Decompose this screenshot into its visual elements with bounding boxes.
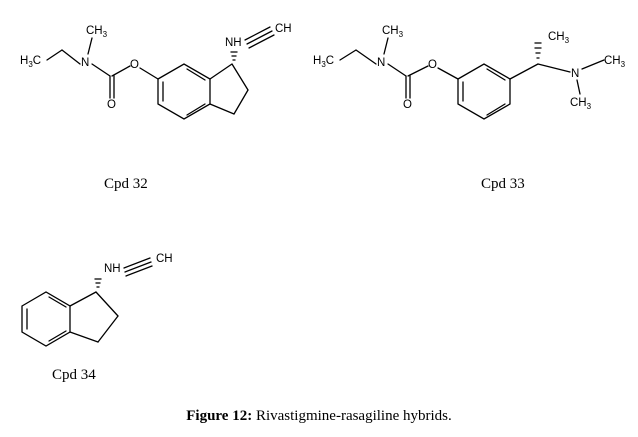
atom-ch3-1: CH3: [86, 25, 108, 39]
atom-o-ester-1: O: [130, 59, 139, 71]
atom-ch-1: CH: [275, 23, 292, 35]
atom-ch-2: CH: [156, 253, 173, 265]
atom-ch3-5: CH3: [570, 97, 592, 111]
atom-nh-2: NH: [104, 263, 121, 275]
compound-label-32: Cpd 32: [104, 176, 148, 192]
atom-o-carbonyl-1: O: [107, 99, 116, 111]
atom-n-3: N: [571, 68, 579, 80]
atom-h3c-2: H3C: [313, 55, 334, 69]
atom-n-1: N: [81, 57, 89, 69]
atom-nh-1: NH: [225, 37, 242, 49]
atom-ch3-3: CH3: [548, 31, 570, 45]
atom-n-2: N: [377, 57, 385, 69]
hashed-wedge-3: [94, 278, 102, 288]
hashed-wedge-1: [230, 51, 238, 61]
atom-h3c-1: H3C: [20, 55, 41, 69]
atom-o-ester-2: O: [428, 59, 437, 71]
atom-ch3-2: CH3: [382, 25, 404, 39]
compound-34-structure: NH CH: [21, 253, 173, 347]
compound-label-33: Cpd 33: [481, 176, 525, 192]
compound-label-34: Cpd 34: [52, 367, 96, 383]
hashed-wedge-2: [534, 42, 542, 59]
atom-ch3-4: CH3: [604, 55, 626, 69]
atom-o-carbonyl-2: O: [403, 99, 412, 111]
caption-text: Rivastigmine-rasagiline hybrids.: [252, 408, 452, 424]
figure-caption: Figure 12: Rivastigmine-rasagiline hybri…: [0, 408, 638, 425]
caption-prefix: Figure 12:: [186, 408, 253, 424]
compound-33-structure: H3C N CH3 O O CH3 N CH3 CH3: [313, 25, 626, 120]
compound-32-structure: H3C N CH3 O O NH: [20, 23, 292, 120]
